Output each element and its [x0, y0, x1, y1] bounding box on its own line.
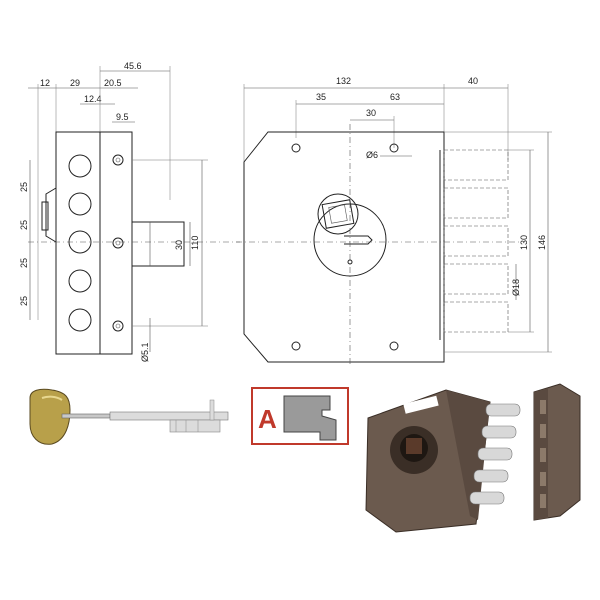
key-icon [29, 388, 229, 445]
dim-132: 132 [336, 76, 351, 86]
dim-25-a: 25 [19, 182, 29, 192]
dim-130: 130 [519, 235, 529, 250]
bolt-hole [68, 154, 92, 178]
dim-30: 30 [174, 240, 184, 250]
dim-63: 63 [390, 92, 400, 102]
dim-25-d: 25 [19, 296, 29, 306]
lock-front-view: 132 40 35 63 30 Ø6 [236, 76, 552, 366]
dim-30-front: 30 [366, 108, 376, 118]
lock-photo [365, 383, 581, 533]
bolt-hole [68, 192, 92, 216]
bolt-hole [68, 308, 92, 332]
side-body [55, 131, 133, 355]
front-body [243, 131, 445, 363]
dim-25-b: 25 [19, 220, 29, 230]
bolts [443, 149, 509, 333]
profile-a-icon: A [251, 387, 349, 445]
dim-12-4: 12.4 [84, 94, 102, 104]
profile-label: A [258, 404, 277, 434]
dim-12: 12 [40, 78, 50, 88]
dim-29: 29 [70, 78, 80, 88]
lock-side-view: 45.6 12 29 20.5 12.4 9.5 25 [19, 61, 240, 362]
dim-35: 35 [316, 92, 326, 102]
dim-9-5: 9.5 [116, 112, 129, 122]
dim-45-6: 45.6 [124, 61, 142, 71]
dim-20-5: 20.5 [104, 78, 122, 88]
dim-bolt-18: Ø18 [511, 279, 521, 296]
dim-hole-5-1: Ø5.1 [140, 342, 150, 362]
dim-25-c: 25 [19, 258, 29, 268]
dim-146: 146 [537, 235, 547, 250]
dim-hole-6: Ø6 [366, 150, 378, 160]
dim-110: 110 [190, 236, 200, 250]
bolt-hole [68, 269, 92, 293]
cylinder-rose [313, 203, 387, 277]
dim-40: 40 [468, 76, 478, 86]
cylinder-housing [131, 221, 185, 267]
